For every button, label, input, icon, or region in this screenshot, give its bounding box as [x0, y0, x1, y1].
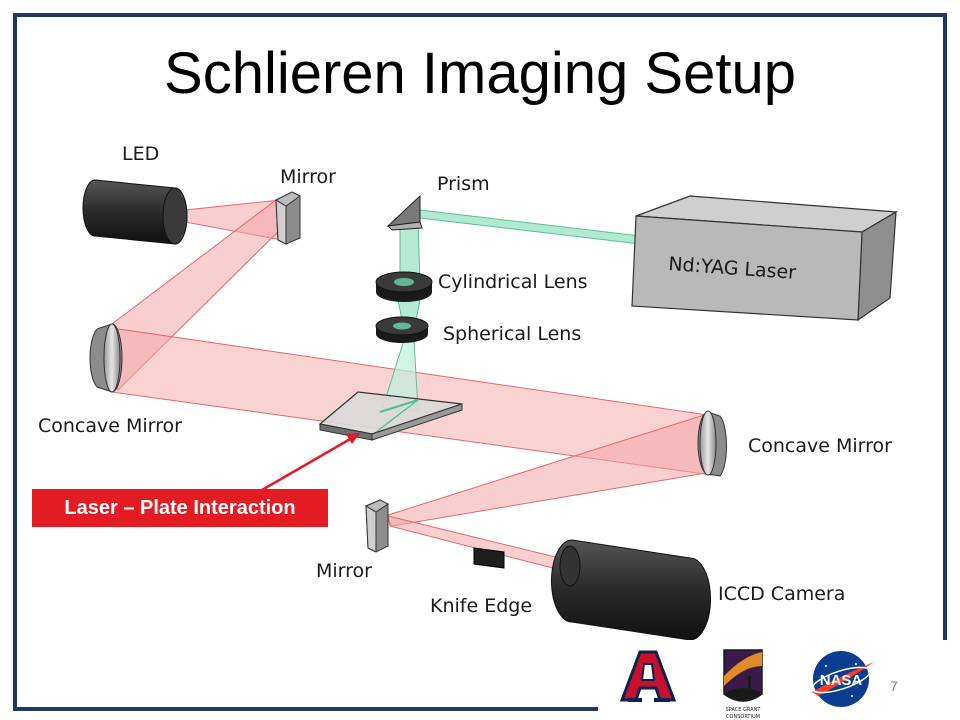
slide-title: Schlieren Imaging Setup: [164, 41, 796, 106]
callout-arrow: [261, 433, 360, 492]
label-mirror-bottom: Mirror: [316, 560, 372, 582]
university-of-arizona-logo-icon: [619, 650, 677, 702]
space-grant-logo-icon: SPACE GRANT CONSORTIUM: [723, 649, 763, 720]
label-mirror-top: Mirror: [280, 166, 336, 188]
led-icon: [82, 179, 188, 245]
concave-mirror-right-icon: [697, 410, 727, 477]
cylindrical-lens-icon: [375, 271, 433, 302]
space-grant-line1: SPACE GRANT: [726, 707, 762, 713]
slide-frame: [13, 13, 947, 711]
label-concave-mirror-right: Concave Mirror: [748, 435, 892, 457]
nasa-logo-icon: NASA: [811, 651, 874, 707]
label-cylindrical-lens: Cylindrical Lens: [438, 271, 588, 293]
nasa-wordmark: NASA: [820, 672, 863, 689]
prism-icon: [386, 194, 423, 231]
label-iccd-camera: ICCD Camera: [718, 583, 845, 605]
logo-strip: SPACE GRANT CONSORTIUM NASA: [598, 640, 960, 720]
label-prism: Prism: [437, 173, 490, 195]
label-led: LED: [122, 143, 159, 165]
laser-plate-callout: Laser – Plate Interaction: [32, 489, 328, 527]
label-concave-mirror-left: Concave Mirror: [38, 415, 182, 437]
laser-box-icon: [631, 195, 898, 322]
page-number: 7: [890, 678, 898, 694]
iccd-camera-icon: [551, 539, 711, 641]
mirror-bottom-icon: [364, 499, 389, 553]
glass-plate-icon: [318, 391, 463, 441]
space-grant-line2: CONSORTIUM: [726, 714, 760, 720]
concave-mirror-left-icon: [89, 323, 123, 393]
mirror-top-icon: [274, 191, 301, 245]
label-knife-edge: Knife Edge: [430, 595, 532, 617]
knife-edge-icon: [473, 547, 505, 569]
spherical-lens-icon: [375, 316, 429, 343]
label-spherical-lens: Spherical Lens: [443, 323, 581, 345]
